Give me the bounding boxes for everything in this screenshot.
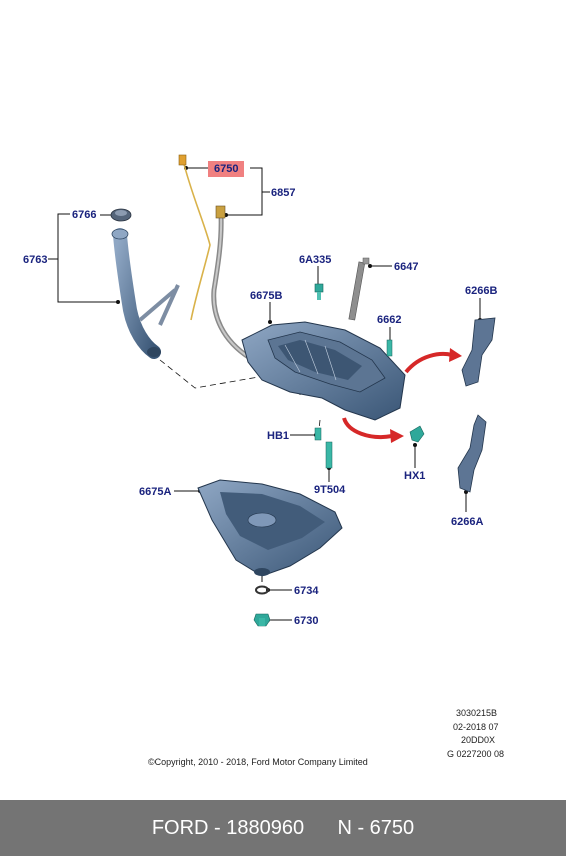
label-6675A[interactable]: 6675A xyxy=(139,486,172,498)
dipstick-6750 xyxy=(178,154,211,321)
copyright-text: ©Copyright, 2010 - 2018, Ford Motor Comp… xyxy=(148,757,368,767)
washer-6734 xyxy=(255,585,269,595)
oil-filler-tube-6763 xyxy=(111,228,180,359)
oil-filler-cap-6766 xyxy=(110,208,132,222)
footer-gap xyxy=(304,817,337,840)
baffle-6266B xyxy=(461,317,496,387)
oil-pan-upper-6675B xyxy=(241,321,406,421)
meta-line-4: G 0227200 08 xyxy=(447,749,505,759)
direction-arrows xyxy=(342,348,462,443)
footer-bar: FORD - 1880960 N - 6750 xyxy=(0,800,566,856)
sensor-6647 xyxy=(348,257,370,321)
meta-line-1: 3030215B xyxy=(456,708,498,718)
label-6766[interactable]: 6766 xyxy=(72,209,97,221)
label-6647[interactable]: 6647 xyxy=(394,261,419,273)
label-HX1[interactable]: HX1 xyxy=(404,470,426,482)
drain-plug-6730 xyxy=(253,613,271,627)
footer-part-ref: N - 6750 xyxy=(337,816,415,839)
stud-6662 xyxy=(386,339,393,357)
dipstick-tube-6857 xyxy=(211,205,284,375)
bolt-9T504 xyxy=(325,441,333,469)
clip-HX1 xyxy=(409,425,425,443)
leader-lines xyxy=(48,167,481,621)
label-6675B[interactable]: 6675B xyxy=(250,290,283,302)
baffle-6266A xyxy=(457,414,487,493)
label-HB1[interactable]: HB1 xyxy=(267,430,290,442)
label-6857[interactable]: 6857 xyxy=(271,187,296,199)
label-9T504[interactable]: 9T504 xyxy=(314,484,346,496)
label-6734[interactable]: 6734 xyxy=(294,585,319,597)
exploded-parts-diagram xyxy=(48,154,496,627)
label-6730[interactable]: 6730 xyxy=(294,615,319,627)
label-6266B[interactable]: 6266B xyxy=(465,285,498,297)
bolt-6A335 xyxy=(314,283,324,300)
label-6763[interactable]: 6763 xyxy=(23,254,48,266)
label-6A335[interactable]: 6A335 xyxy=(299,254,332,266)
bolt-HB1 xyxy=(314,427,322,441)
meta-line-2: 02-2018 07 xyxy=(453,722,499,732)
label-6662[interactable]: 6662 xyxy=(377,314,402,326)
oil-pan-lower-6675A xyxy=(197,479,343,577)
label-6266A[interactable]: 6266A xyxy=(451,516,484,528)
meta-line-3: 20DD0X xyxy=(461,735,496,745)
label-6750[interactable]: 6750 xyxy=(208,161,245,177)
footer-part-number: FORD - 1880960 xyxy=(151,816,305,839)
